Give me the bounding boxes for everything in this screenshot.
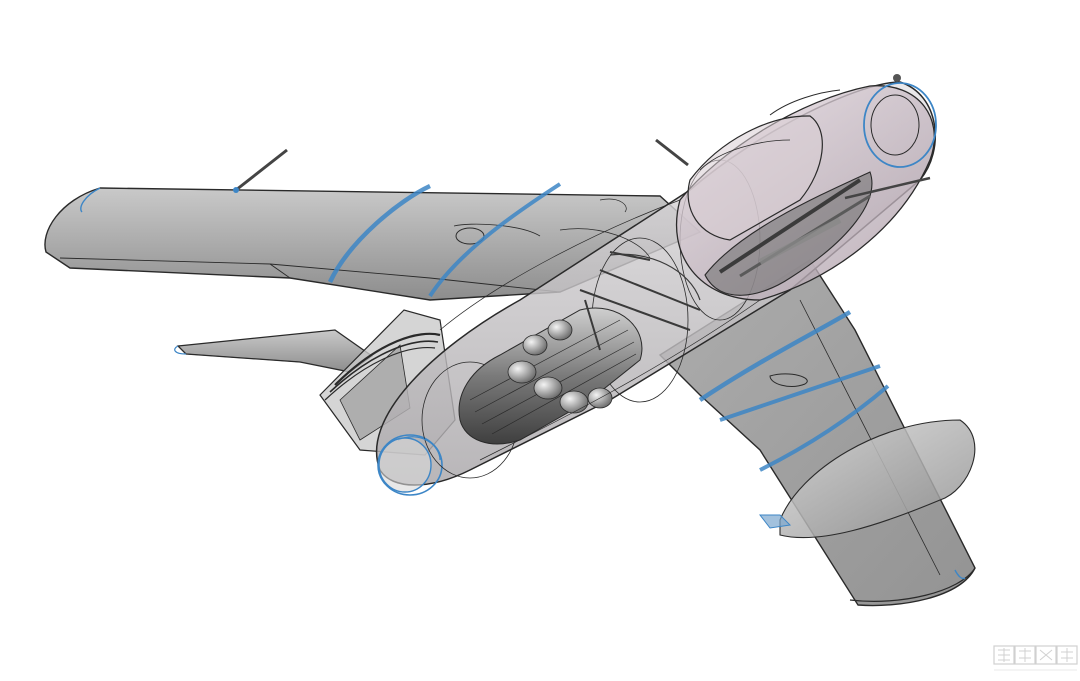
jet-engine [458, 251, 701, 445]
port-wing [44, 148, 702, 301]
starboard-wing [658, 259, 976, 607]
site-watermark-logo [993, 645, 1078, 671]
panel-lines [439, 198, 761, 461]
exhaust-nozzle [324, 332, 441, 493]
cockpit-canopy [655, 115, 823, 241]
horizontal-stabilizer [174, 329, 374, 373]
gun-bay [704, 171, 931, 296]
